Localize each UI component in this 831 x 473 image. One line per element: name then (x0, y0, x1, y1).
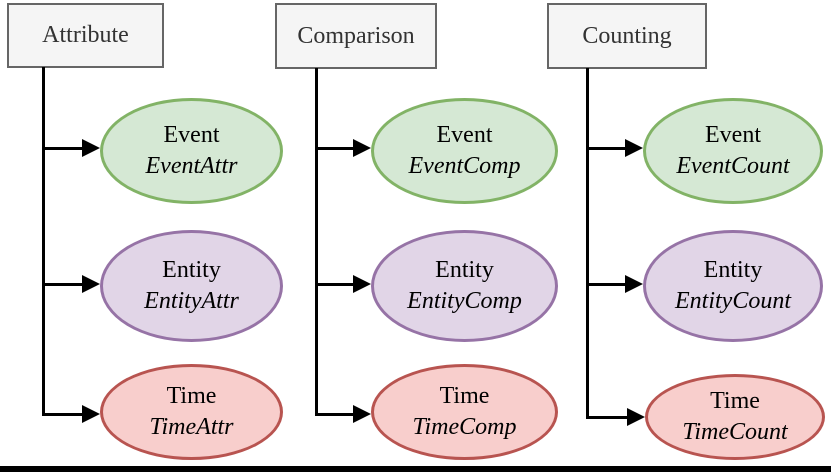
category-box-counting: Counting (547, 3, 707, 69)
node-subtitle: EntityAttr (144, 288, 239, 314)
arrowhead-icon (625, 139, 643, 157)
arrowhead-icon (353, 139, 371, 157)
arrow-connector (315, 282, 355, 286)
category-box-comparison: Comparison (275, 3, 437, 69)
branch-line (41, 67, 45, 416)
arrowhead-icon (627, 408, 645, 426)
arrowhead-icon (82, 275, 100, 293)
node-subtitle: EventCount (676, 153, 790, 179)
arrow-connector (315, 146, 355, 150)
arrowhead-icon (82, 139, 100, 157)
arrow-connector (42, 282, 84, 286)
node-event-count: Event EventCount (643, 98, 823, 204)
node-time-comp: Time TimeComp (371, 364, 558, 460)
node-entity-attr: Entity EntityAttr (100, 230, 283, 342)
node-title: Event (163, 122, 220, 148)
arrow-connector (586, 146, 627, 150)
node-title: Time (439, 383, 490, 409)
arrow-connector (315, 412, 355, 416)
arrow-connector (42, 412, 84, 416)
node-subtitle: TimeCount (682, 419, 788, 445)
node-event-attr: Event EventAttr (100, 98, 283, 204)
node-subtitle: TimeAttr (149, 414, 234, 440)
node-event-comp: Event EventComp (371, 98, 558, 204)
arrow-connector (586, 415, 627, 419)
arrowhead-icon (625, 275, 643, 293)
node-title: Time (710, 388, 760, 414)
category-label: Attribute (42, 22, 129, 48)
arrowhead-icon (353, 275, 371, 293)
node-time-attr: Time TimeAttr (100, 364, 283, 460)
node-title: Time (166, 383, 217, 409)
arrowhead-icon (353, 405, 371, 423)
node-subtitle: EntityCount (675, 288, 791, 314)
node-entity-comp: Entity EntityComp (371, 230, 558, 342)
node-time-count: Time TimeCount (645, 374, 825, 460)
node-subtitle: EntityComp (407, 288, 522, 314)
node-title: Event (436, 122, 493, 148)
node-title: Entity (435, 257, 494, 283)
node-entity-count: Entity EntityCount (643, 230, 823, 342)
category-label: Counting (582, 22, 672, 49)
category-label: Comparison (297, 22, 415, 49)
node-title: Event (705, 122, 761, 148)
category-box-attribute: Attribute (7, 3, 164, 68)
arrowhead-icon (82, 405, 100, 423)
figure-bottom-rule (0, 466, 831, 472)
arrow-connector (42, 146, 84, 150)
node-title: Entity (162, 257, 221, 283)
node-subtitle: EventAttr (145, 153, 238, 179)
node-subtitle: EventComp (408, 153, 521, 179)
branch-line (314, 68, 318, 416)
arrow-connector (586, 282, 627, 286)
branch-line (585, 68, 589, 419)
node-subtitle: TimeComp (412, 414, 517, 440)
node-title: Entity (703, 257, 763, 283)
